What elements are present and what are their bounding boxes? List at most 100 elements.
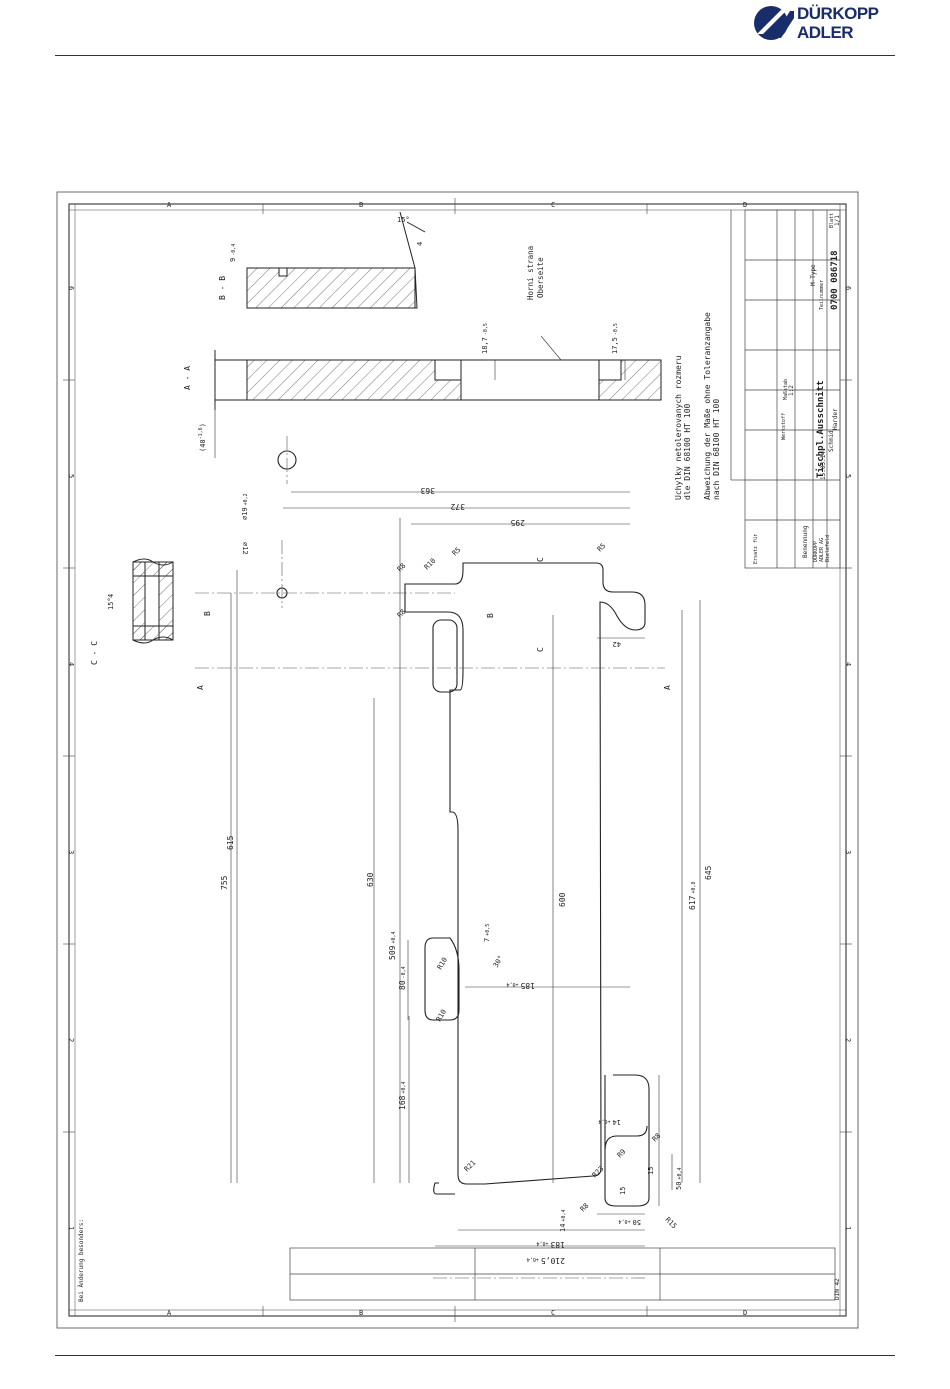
dimension-17-5: 17,5-0,5 xyxy=(611,323,619,354)
dimension-lines xyxy=(230,491,701,1247)
col-label: A xyxy=(167,1309,172,1317)
row-label: 5 xyxy=(844,474,852,478)
col-label: B xyxy=(359,201,363,209)
section-marker-c-bottom: C xyxy=(536,647,545,652)
dimension-14-top: 14+0,4 xyxy=(599,1118,621,1126)
section-aa-title: A - A xyxy=(183,366,192,390)
sheet-frame xyxy=(56,191,859,1329)
drawn-by: Schmid xyxy=(828,430,835,452)
section-aa-leaders xyxy=(214,335,626,458)
brand-line-2: ADLER xyxy=(797,23,854,42)
company-line-1: DÜRKOPP xyxy=(812,541,819,562)
dimension-texts: ∅19+0,2 ∅12 363 372 295 755 615 630 600 … xyxy=(220,486,713,1265)
drawing-sheet: A B C D A B C D 6 5 4 3 2 1 6 5 4 3 2 1 … xyxy=(56,191,859,1329)
radius-23: R23 xyxy=(591,1165,606,1180)
brand-logo: DÜRKOPP ADLER xyxy=(752,4,922,46)
dimension-9: 9-0,4 xyxy=(229,244,237,262)
dimension-755: 755 xyxy=(220,875,229,890)
radius-8-d: R8 xyxy=(651,1132,663,1144)
section-cc-view xyxy=(132,558,174,644)
radius-5-right: R5 xyxy=(596,542,608,554)
col-label: D xyxy=(743,1309,747,1317)
scale-value: 1:2 xyxy=(788,385,795,396)
row-label: 2 xyxy=(844,1038,852,1042)
dimension-50-right: 50+0,4 xyxy=(675,1168,683,1190)
angle-30: 30° xyxy=(492,954,505,969)
replacement-label: Ersatz für xyxy=(753,534,759,564)
radius-8-a: R8 xyxy=(396,562,408,574)
dimension-630: 630 xyxy=(366,872,375,887)
dimension-617: 617+0,8 xyxy=(688,882,697,911)
section-marker-b-right: B xyxy=(486,613,495,618)
part-number: 0700 086718 xyxy=(830,250,840,310)
radius-15: R15 xyxy=(664,1216,679,1231)
row-label: 3 xyxy=(67,850,75,854)
part-number-label: Teilnummer xyxy=(819,280,825,310)
row-label: 4 xyxy=(844,662,852,666)
note-german-2: nach DIN 68100 HT 100 xyxy=(712,399,721,500)
section-bb-title: B - B xyxy=(218,276,227,300)
dimension-210-5: 210,5+0,4 xyxy=(527,1256,565,1265)
section-aa-labels: A - A (40-1,6) 18,7-0,5 17,5-0,5 Horni s… xyxy=(183,246,619,452)
thickness-dimension: (40-1,6) xyxy=(198,423,207,452)
dimension-183: 183+0,4 xyxy=(537,1240,566,1249)
radius-10-top: R10 xyxy=(423,557,438,572)
plate-outline xyxy=(276,450,650,1207)
sheet-value: 1/1 xyxy=(834,215,841,226)
section-markers: B B C C A A xyxy=(196,557,672,690)
company-line-3: Bielefeld xyxy=(825,535,831,562)
cc-depth: 4 xyxy=(107,594,115,598)
bb-angle: 15° xyxy=(397,216,410,224)
dimension-15-a: 15 xyxy=(647,1167,655,1175)
section-marker-a-right: A xyxy=(663,685,672,690)
cc-angle: 15° xyxy=(107,597,115,610)
top-side-label-german: Oberseite xyxy=(536,257,545,298)
dimension-50-bottom: 50+0,4 xyxy=(619,1218,641,1226)
page-header: DÜRKOPP ADLER xyxy=(0,0,950,56)
header-rule xyxy=(55,55,895,56)
dimension-80: 80-0,4 xyxy=(398,966,407,990)
radius-9: R9 xyxy=(616,1148,628,1160)
dimension-14-bottom: 14+0,4 xyxy=(559,1210,567,1232)
radius-8-c: R8 xyxy=(579,1202,591,1214)
tolerance-notes: Uchylky netolerovanych rozmeru dle DIN 6… xyxy=(674,312,721,500)
dimension-18-7: 18,7-0,5 xyxy=(481,323,489,354)
din-standard: DIN 42 xyxy=(834,1278,841,1300)
dimension-600: 600 xyxy=(558,892,567,907)
dimension-372: 372 xyxy=(450,502,465,511)
title-block-texts: Benennung Tischpl.Ausschnitt Teilnummer … xyxy=(753,213,841,1300)
col-label: A xyxy=(167,201,172,209)
dimension-7: 7+0,5 xyxy=(483,924,491,942)
row-label: 3 xyxy=(844,850,852,854)
top-side-label-czech: Horni strana xyxy=(526,246,535,300)
row-label: 6 xyxy=(844,286,852,290)
row-label: 6 xyxy=(67,286,75,290)
dimension-645: 645 xyxy=(704,865,713,880)
col-label: D xyxy=(743,201,747,209)
dimension-42: 42 xyxy=(613,640,621,648)
section-bb-labels: B - B 9-0,4 15° 4 xyxy=(218,216,424,300)
duerkopp-adler-logo-icon xyxy=(754,6,794,40)
radius-10-upper: R10 xyxy=(436,956,449,971)
section-marker-b-left: B xyxy=(203,611,212,616)
radius-5-top: R5 xyxy=(451,546,463,558)
brand-name: DÜRKOPP ADLER xyxy=(797,4,879,42)
section-cc-title: C - C xyxy=(90,641,99,665)
col-label: C xyxy=(551,201,555,209)
sheet-label: Blatt xyxy=(829,213,835,228)
bb-depth: 4 xyxy=(416,242,424,246)
dimension-509: 509+0,4 xyxy=(388,932,397,961)
note-german-1: Abweichung der Maße ohne Toleranzangabe xyxy=(703,312,712,500)
section-marker-c-top: C xyxy=(536,557,545,562)
dimension-615: 615 xyxy=(226,835,235,850)
dimension-185: 185+0,4 xyxy=(507,981,536,990)
grid-labels: A B C D A B C D 6 5 4 3 2 1 6 5 4 3 2 1 … xyxy=(67,201,852,1317)
left-margin-note: Bei Änderung besonders: xyxy=(78,1219,85,1302)
section-bb-view xyxy=(246,211,426,309)
drawing-title: Tischpl.Ausschnitt xyxy=(815,380,826,478)
checked-by: Harder xyxy=(832,408,839,430)
row-label: 1 xyxy=(844,1226,852,1230)
company-line-2: ADLER AG xyxy=(819,538,825,562)
row-label: 5 xyxy=(67,474,75,478)
row-label: 2 xyxy=(67,1038,75,1042)
